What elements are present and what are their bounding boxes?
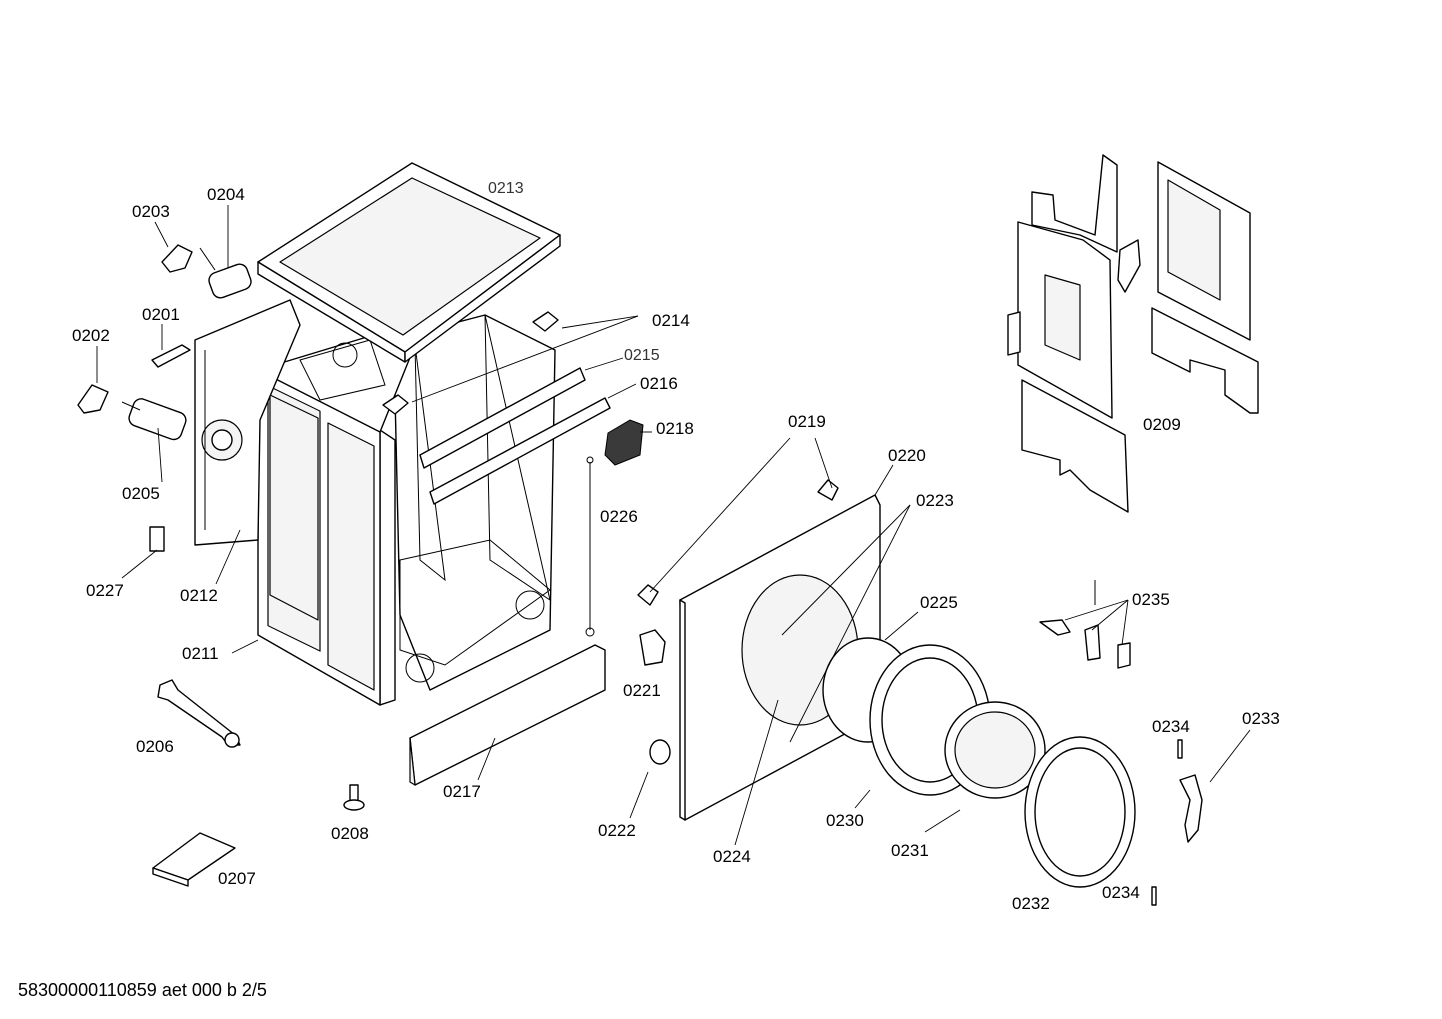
bracket-0207 [152,832,236,887]
label-0233: 0233 [1242,709,1280,728]
label-0213: 0213 [488,180,524,197]
label-0221: 0221 [623,681,661,700]
label-0202: 0202 [72,326,110,345]
document-footer-code: 58300000110859 aet 000 b 2/5 [18,980,267,1000]
part-0205 [121,398,187,441]
label-0235: 0235 [1132,590,1170,609]
label-0232: 0232 [1012,894,1050,913]
label-0216: 0216 [640,374,678,393]
label-0234-b: 0234 [1102,883,1140,902]
label-0208: 0208 [331,824,369,843]
lock-parts-0235 [1039,580,1131,669]
pin-0234-b [1151,886,1157,906]
foot-0208 [343,784,365,811]
plinth-0217 [409,644,606,786]
label-0211: 0211 [182,644,219,663]
door-lock-0218 [604,419,644,466]
label-0227: 0227 [86,581,124,600]
label-0218: 0218 [656,419,694,438]
rail-0215 [419,367,586,469]
label-0220: 0220 [888,446,926,465]
label-0224: 0224 [713,847,751,866]
packaging-0209 [1007,154,1259,513]
label-0230: 0230 [826,811,864,830]
door-glass-0231 [944,701,1046,799]
label-0217: 0217 [443,782,481,801]
label-0226: 0226 [600,507,638,526]
pin-0234-a [1177,739,1183,759]
label-0234-a: 0234 [1152,717,1190,736]
part-0204 [199,247,252,299]
door-frame-0232 [1024,736,1136,888]
label-0201: 0201 [142,305,180,324]
handle-0233 [1179,774,1203,843]
clip-0219-a [637,584,659,606]
label-0204: 0204 [207,185,245,204]
hinge-0221 [639,629,666,666]
clip-0214-a [532,311,559,332]
cabinet-housing [257,314,556,706]
part-0201 [151,344,191,368]
label-0205: 0205 [122,484,160,503]
part-0227 [149,526,165,552]
label-0212: 0212 [180,586,218,605]
part-labels: 0203 0204 0213 0201 0202 0214 0215 0216 … [72,180,1280,913]
front-panel-0220 [679,494,881,821]
cap-0222 [649,739,671,765]
clip-0214-b [382,394,409,415]
label-0231: 0231 [891,841,929,860]
label-0219: 0219 [788,412,826,431]
label-0209: 0209 [1143,415,1181,434]
rear-panel [194,299,301,546]
top-cover [257,162,561,363]
wrench-0206 [157,679,241,748]
label-0215: 0215 [624,347,660,364]
label-0223: 0223 [916,491,954,510]
label-0222: 0222 [598,821,636,840]
label-0207: 0207 [218,869,256,888]
rod-0226 [585,456,595,637]
label-0206: 0206 [136,737,174,756]
label-0225: 0225 [920,593,958,612]
part-0202 [77,384,109,414]
label-0203: 0203 [132,202,170,221]
clip-0219-b [817,479,839,501]
part-0203 [161,244,193,273]
leader-lines [96,205,1251,846]
label-0214: 0214 [652,311,690,330]
rail-0216 [429,397,611,505]
